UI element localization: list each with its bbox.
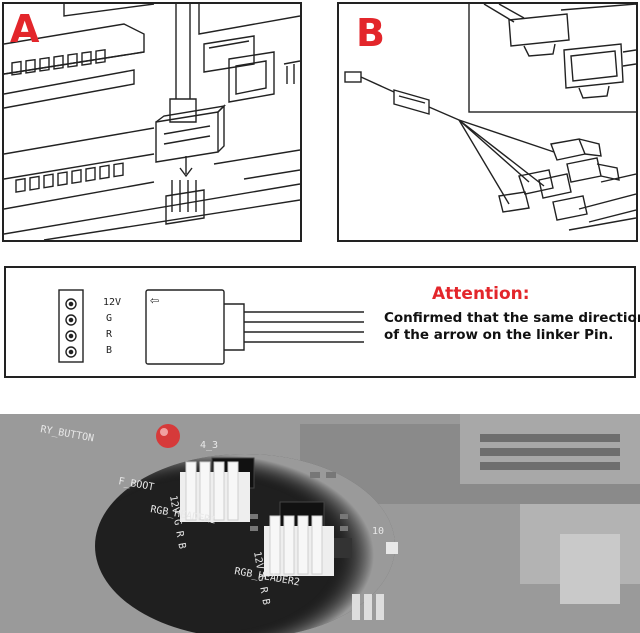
pin-12v [65, 298, 77, 310]
attention-line-2: of the arrow on the linker Pin. [384, 327, 614, 343]
panel-b-badge: B [356, 11, 385, 55]
silk-side-mark: 10 [372, 526, 384, 537]
attention-title: Attention: [432, 284, 530, 304]
pin-label-r: R [106, 329, 113, 340]
pin-b [65, 346, 77, 358]
inset-zoom-box [468, 4, 636, 113]
red-button [156, 424, 180, 448]
rgb-header-outline [58, 289, 84, 363]
panel-a-illustration [4, 4, 300, 240]
panel-a-badge: A [10, 7, 40, 51]
plug-outline [145, 289, 225, 365]
pinout-illustration [58, 289, 364, 365]
plug-wires [244, 311, 364, 343]
pin-label-12v: 12V [103, 297, 122, 308]
attention-line-1: Confirmed that the same direction [384, 310, 640, 326]
pin-r [65, 330, 77, 342]
panel-b-splitter-diagram [337, 2, 638, 242]
silk-chip-mark: 4_3 [200, 440, 218, 451]
pin-label-g: G [106, 313, 113, 324]
pin-label-b: B [106, 345, 113, 356]
motherboard-photo: RY_BUTTON F_BOOT 12V G R B RGB_HEADER1 1… [0, 414, 640, 633]
panel-b-illustration [344, 4, 636, 231]
panel-c-pinout [4, 266, 636, 378]
pin-g [65, 314, 77, 326]
panel-a-header-diagram [2, 2, 302, 242]
motherboard-photo-illustration: RY_BUTTON F_BOOT 12V G R B RGB_HEADER1 1… [0, 414, 640, 633]
arrow-left-icon: ⇦ [150, 291, 160, 309]
